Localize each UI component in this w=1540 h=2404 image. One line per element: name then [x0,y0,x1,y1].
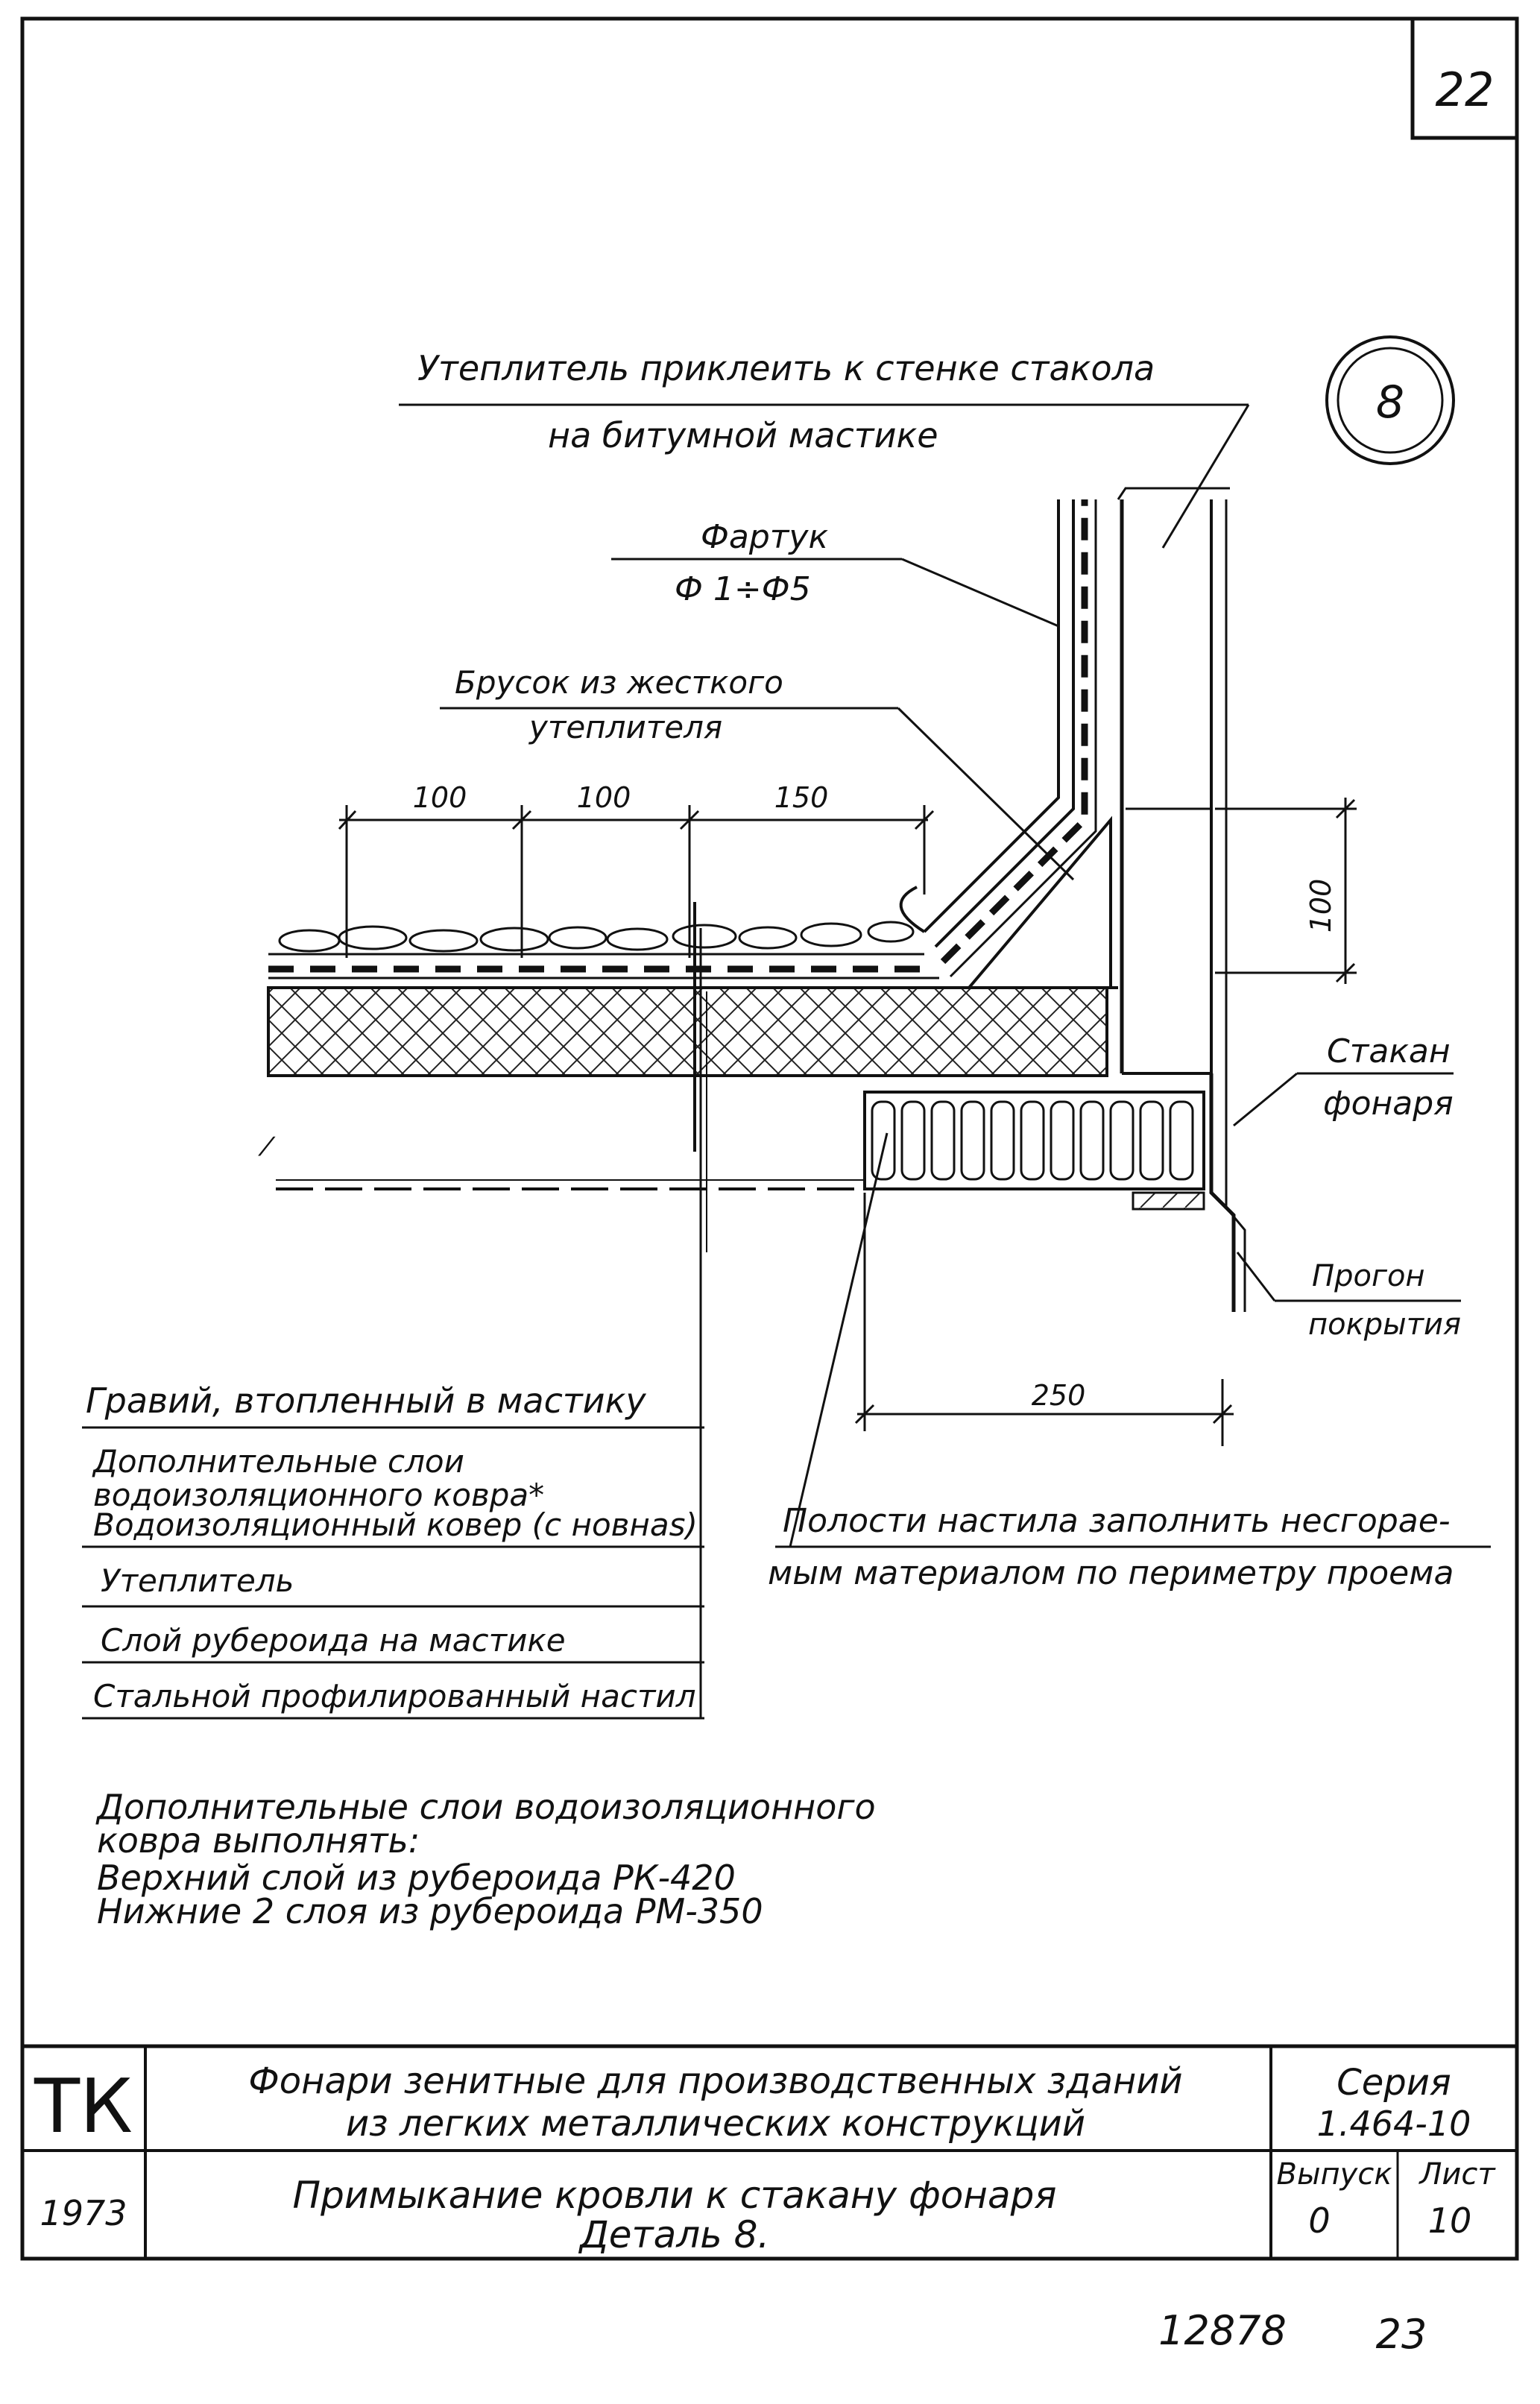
series-label: Серия [1337,2062,1451,2104]
layer-gravel: Гравий, втопленный в мастику [86,1381,646,1421]
vertical-dimension [1215,798,1357,984]
cavity-note: Полости настила заполнить несгорае- мым … [768,1132,1491,1592]
lantern-curb-line1: Стакан [1327,1032,1451,1070]
org-code: ТК [34,2063,133,2150]
break-mark: ⁄ [258,1132,276,1162]
footnote-line2: ковра выполнять: [97,1820,420,1861]
purlin-line2: покрытия [1308,1307,1461,1342]
layer-waterproof: Водоизоляционный ковер (с новнаs) [93,1507,698,1543]
detail-number: 8 [1376,376,1404,429]
series-value: 1.464-10 [1317,2104,1471,2144]
purlin-line1: Прогон [1312,1259,1425,1293]
sheet-label: Лист [1418,2157,1496,2192]
apron-callout: Фартук Ф 1÷Ф5 [611,518,1059,628]
title-line1: Фонари зенитные для производственных зда… [248,2060,1182,2102]
apron-spec: Ф 1÷Ф5 [675,570,811,608]
layer-extra-2: водоизоляционного ковра* [93,1477,544,1513]
dimension-bottom: 250 [1032,1379,1086,1412]
gravel-layer [278,921,915,953]
insulation-note-line1: Утеплитель приклеить к стенке стакола [417,348,1155,388]
bar-line1: Брусок из жесткого [455,664,783,701]
issue-value: 0 [1308,2200,1330,2241]
lantern-curb-line2: фонаря [1323,1085,1454,1123]
page-number-box: 22 [1410,16,1519,140]
footnote-line1: Дополнительные слои водоизоляционного [95,1787,876,1827]
insulation-note: Утеплитель приклеить к стенке стакола на… [399,348,1250,549]
detail-marker: 8 [1325,335,1455,465]
issue-label: Выпуск [1277,2157,1392,2192]
apron-title: Фартук [701,518,828,556]
layer-extra-1: Дополнительные слои [92,1443,464,1480]
footnote-line3: Верхний слой из рубероида РК-420 [97,1858,736,1898]
top-dimension-chain [338,805,935,958]
lantern-curb-callout: Стакан фонаря [1233,1032,1454,1127]
layer-insulation: Утеплитель [101,1562,294,1599]
dimension-d3: 150 [774,781,829,814]
sheet-title-line1: Примыкание кровли к стакану фонаря [293,2174,1057,2217]
mineral-wool [863,1091,1205,1190]
upturn-assembly [899,487,1246,1312]
layer-roofing-felt: Слой рубероида на мастике [101,1622,566,1659]
sheet-frame [20,16,1519,2261]
roof-section: ⁄ [258,487,1357,1446]
page-index: 23 [1376,2311,1427,2358]
layer-steel-deck: Стальной профилированный настил [93,1678,696,1714]
footnote-line4: Нижние 2 слоя из рубероида РМ-350 [97,1891,763,1931]
year: 1973 [40,2193,127,2233]
title-block [22,2044,1517,2259]
dimension-d2: 100 [577,781,631,814]
bar-callout: Брусок из жесткого утеплителя [440,664,1075,881]
dimension-d1: 100 [413,781,467,814]
purlin-callout: Прогон покрытия [1236,1252,1461,1342]
cavity-note-line1: Полости настила заполнить несгорае- [783,1502,1451,1540]
sheet-title-line2: Деталь 8. [578,2213,770,2256]
sheet-value: 10 [1428,2200,1472,2241]
page-number: 22 [1436,63,1495,117]
dimension-vertical: 100 [1304,879,1337,933]
layer-legend: Гравий, втопленный в мастику Дополнитель… [82,928,704,1720]
insulation-note-line2: на битумной мастике [548,415,938,455]
bar-line2: утеплителя [528,709,722,745]
title-line2: из легких металлических конструкций [346,2103,1085,2145]
archive-number: 12878 [1158,2307,1287,2354]
cavity-note-line2: мым материалом по периметру проема [768,1554,1454,1592]
footnote: Дополнительные слои водоизоляционного ко… [95,1787,876,1931]
